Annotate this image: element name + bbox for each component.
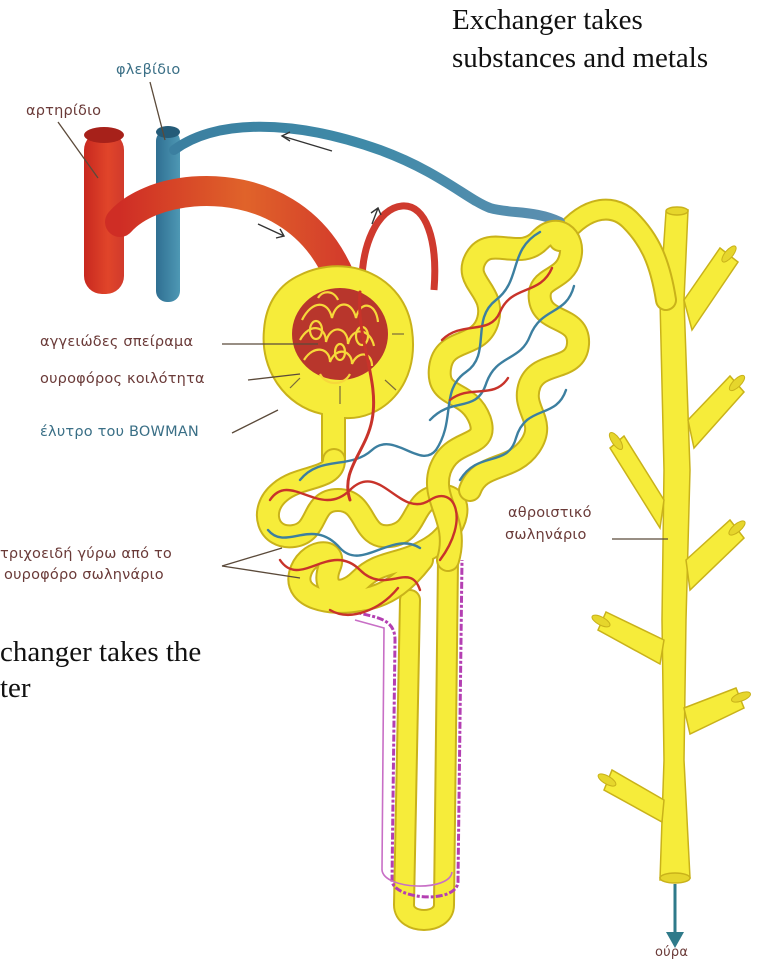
label-capillaries-line2: ουροφόρο σωληνάριο <box>4 567 164 583</box>
label-urine: ούρα <box>655 945 688 960</box>
label-collecting-line1: αθροιστικό <box>508 505 592 521</box>
label-bowman-capsule: έλυτρο του BOWMAN <box>40 424 199 440</box>
label-venule: φλεβίδιο <box>116 62 180 78</box>
caption-top-line1: Exchanger takes <box>452 2 643 38</box>
urine-flow-arrow <box>666 884 684 948</box>
loop-of-henle <box>404 560 448 920</box>
label-glomerulus: αγγειώδες σπείραμα <box>40 334 193 350</box>
caption-left-line1: changer takes the <box>0 634 201 670</box>
label-collecting-line2: σωληνάριο <box>505 527 587 543</box>
label-urinary-space: ουροφόρος κοιλότητα <box>40 371 205 387</box>
label-arteriole: αρτηρίδιο <box>26 103 101 119</box>
caption-top-line2: substances and metals <box>452 40 708 76</box>
label-capillaries-line1: τριχοειδή γύρω από το <box>0 546 172 562</box>
caption-left-line2: ter <box>0 670 31 706</box>
